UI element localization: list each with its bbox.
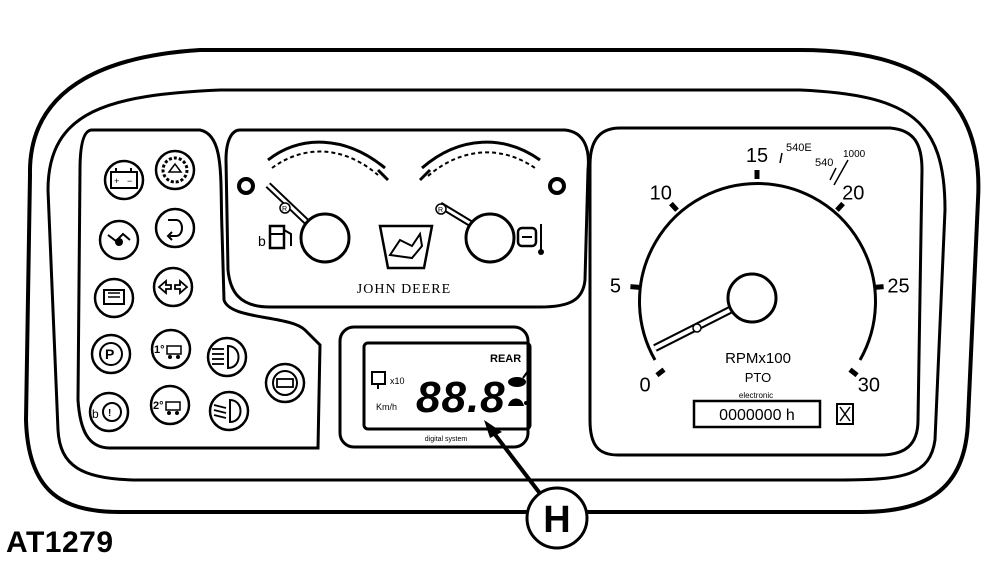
speed-unit-label: Km/h [376, 402, 397, 412]
tachometer-tick [630, 284, 640, 290]
second-range-icon: 2° [149, 384, 191, 426]
tachometer-tick-label: 30 [858, 374, 880, 396]
turtle-icon [508, 398, 528, 406]
speed-digits: 88.8 [416, 373, 506, 422]
tachometer-tick-labels: 0 5 10 15 20 25 30 [610, 145, 910, 396]
svg-text:1°: 1° [154, 344, 165, 356]
callout-label: H [543, 499, 570, 541]
parking-brake-icon: P [90, 333, 132, 375]
svg-text:2°: 2° [153, 400, 164, 412]
pto-mark-540: 540 [815, 157, 833, 169]
tachometer-tick [835, 201, 845, 212]
rpm-title: RPMx100 [725, 350, 791, 367]
tachometer-tick-label: 15 [746, 145, 768, 167]
john-deere-logo-icon [378, 224, 434, 270]
svg-text:b: b [92, 407, 99, 421]
rear-label: REAR [490, 353, 521, 365]
temperature-gauge: R [418, 140, 566, 264]
svg-text:+: + [114, 176, 119, 186]
tachometer-ticks [630, 170, 884, 378]
tachometer-tick-label: 20 [842, 183, 864, 205]
hour-meter-value: 0000000 h [719, 407, 795, 424]
tachometer-tick-label: 10 [650, 183, 672, 205]
hitch-control-icon [154, 207, 196, 249]
tachometer-tick [669, 201, 679, 212]
sediment-filter-icon [154, 149, 196, 191]
gauge-panel [224, 128, 590, 309]
indicator-panel [76, 128, 322, 450]
svg-text:−: − [127, 176, 132, 186]
cluster-bezel [23, 48, 981, 514]
pto-mark-1000: 1000 [843, 149, 866, 160]
hour-meter-label: electronic [739, 391, 773, 400]
high-beam-icon [206, 336, 248, 378]
coolant-temp-icon [516, 224, 544, 255]
cluster-inner-panel [46, 88, 947, 482]
callout-circle [525, 486, 589, 550]
display-footer: digital system [425, 436, 468, 443]
callout-arrowhead [484, 420, 502, 438]
callout-leader [488, 426, 547, 502]
tachometer-tick [848, 367, 859, 378]
rabbit-icon [508, 370, 529, 387]
oil-pressure-icon [98, 219, 140, 261]
air-filter-icon [93, 277, 135, 319]
brake-fluid-icon: ! b [88, 391, 130, 433]
svg-text:!: ! [108, 408, 111, 419]
tachometer-tick-label: 0 [640, 374, 651, 396]
fuel-gauge: R [237, 140, 390, 264]
tachometer: 0 5 10 15 20 25 30 [610, 145, 910, 396]
display-housing [338, 325, 530, 449]
brand-label: JOHN DEERE [357, 282, 451, 297]
tachometer-tick-label: 25 [887, 275, 909, 297]
tachometer-panel [588, 126, 924, 457]
pto-engaged-icon [371, 371, 386, 389]
fuel-icon: b [258, 224, 292, 250]
tachometer-tick [874, 284, 884, 290]
pto-label: PTO [745, 370, 772, 385]
first-range-icon: 1° [150, 328, 192, 370]
multiplier-label: x10 [390, 376, 405, 386]
lcd-screen [362, 341, 532, 431]
svg-text:P: P [105, 346, 114, 362]
pto-mark-540e: 540E [786, 142, 812, 154]
battery-icon: + − [103, 159, 145, 201]
svg-text:R: R [282, 206, 287, 213]
four-wheel-drive-icon [264, 362, 306, 404]
svg-text:b: b [258, 233, 266, 249]
low-beam-icon [208, 390, 250, 432]
tachometer-tick-label: 5 [610, 275, 621, 297]
figure-id: AT1279 [6, 526, 114, 559]
svg-text:R: R [438, 207, 443, 214]
turn-signal-icon [152, 266, 194, 308]
hour-meter-box [692, 399, 822, 429]
tachometer-hub [726, 272, 778, 324]
tachometer-tick [655, 367, 666, 378]
hour-glass-icon [836, 403, 854, 425]
